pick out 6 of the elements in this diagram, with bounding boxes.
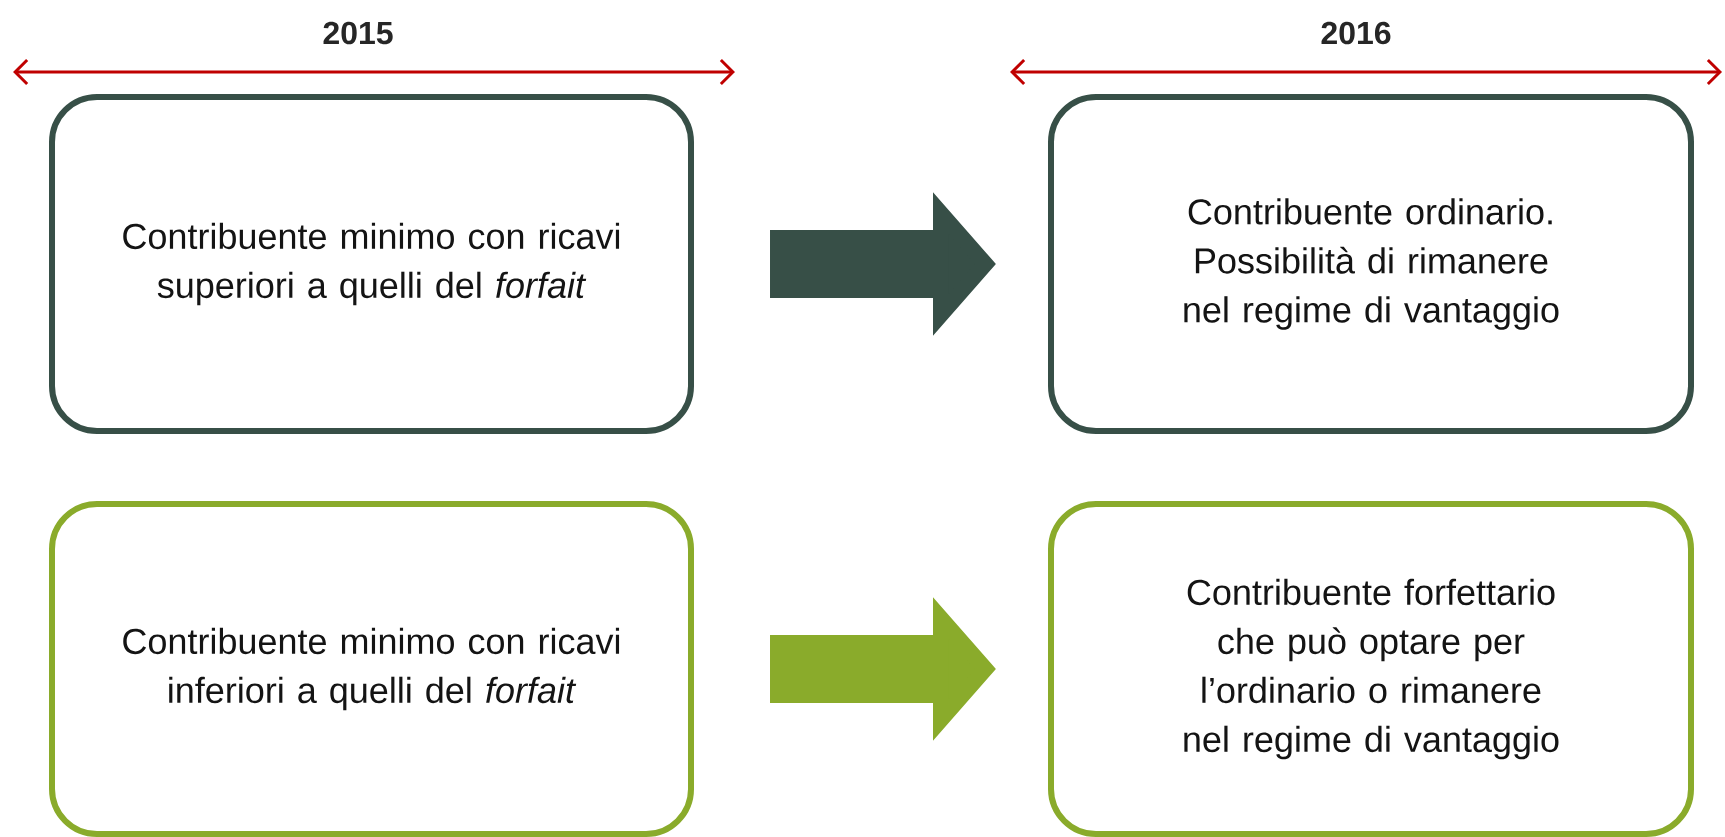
- text-box: Contribuente minimo con ricavi inferiori a quelli del forfait: [49, 501, 694, 837]
- year-label: 2015: [323, 21, 393, 45]
- text-box: Contribuente forfettario che può optare per l’ordinario o rimanere nel regime di vantaggio: [1048, 501, 1694, 837]
- year-label: 2016: [1321, 21, 1391, 45]
- text-box: Contribuente ordinario. Possibilità di rimanere nel regime di vantaggio: [1048, 94, 1694, 434]
- text-box: Contribuente minimo con ricavi superiori a quelli del forfait: [49, 94, 694, 434]
